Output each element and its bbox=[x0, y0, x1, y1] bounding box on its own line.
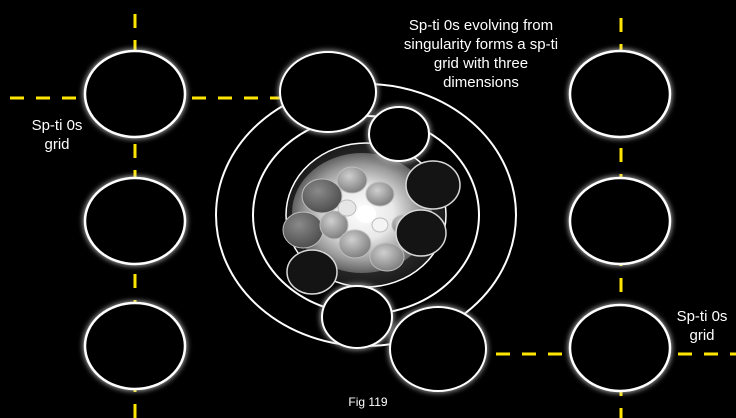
figure-label: Fig 119 bbox=[348, 395, 388, 409]
bubble bbox=[338, 229, 372, 259]
bubble bbox=[356, 205, 376, 223]
sp-ti-circle bbox=[368, 106, 430, 162]
sp-ti-circle bbox=[568, 176, 672, 266]
ring-circles bbox=[279, 51, 487, 392]
satellite-bubbles bbox=[286, 160, 461, 295]
bubble bbox=[319, 210, 349, 240]
bubble bbox=[337, 199, 357, 217]
sp-ti-circle bbox=[568, 49, 672, 139]
sp-ti-circle bbox=[389, 306, 487, 392]
sp-ti-circle bbox=[83, 49, 187, 139]
bubble bbox=[301, 178, 343, 214]
sp-ti-circle bbox=[83, 176, 187, 266]
satellite-bubble bbox=[395, 209, 447, 257]
left-column-circles bbox=[83, 49, 187, 391]
bubble bbox=[365, 181, 395, 207]
satellite-bubble bbox=[405, 160, 461, 210]
right-column-circles bbox=[568, 49, 672, 393]
caption-top: Sp-ti 0s evolving from singularity forms… bbox=[403, 17, 559, 91]
singularity-structure bbox=[215, 51, 517, 392]
sp-ti-circle bbox=[279, 51, 377, 133]
sp-ti-circle bbox=[83, 301, 187, 391]
sp-ti-circle bbox=[321, 285, 393, 349]
label-right-grid: Sp-ti 0s grid bbox=[676, 308, 728, 344]
bubble bbox=[336, 166, 368, 194]
label-left-grid: Sp-ti 0s grid bbox=[31, 117, 83, 153]
bubble bbox=[371, 217, 389, 233]
bubble bbox=[369, 242, 405, 272]
bubble bbox=[282, 211, 324, 249]
inner-bubbles bbox=[282, 166, 417, 272]
sp-ti-circle bbox=[568, 303, 672, 393]
satellite-bubble bbox=[286, 249, 338, 295]
